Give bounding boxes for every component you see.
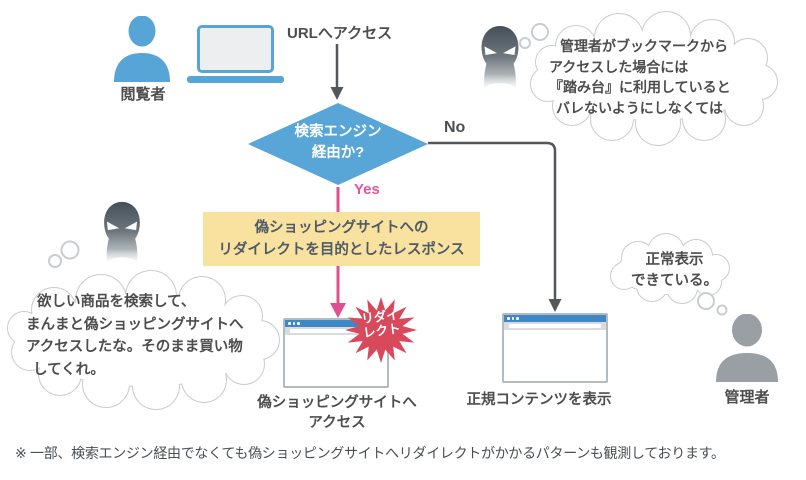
fake-site-label-line2: アクセス [308,415,366,431]
decision-line1: 検索エンジン [294,124,382,140]
window-dot [297,322,300,325]
window-dot [292,322,295,325]
branch-yes-label: Yes [354,181,380,198]
attacker-plan-line3: 『踏み台』に利用していると [549,79,731,95]
window-dot [507,317,510,320]
decision-line2: 経由か? [311,145,365,161]
response-line2: リダイレクトを目的としたレスポンス [218,242,465,258]
window-dot [288,322,291,325]
attacker-gloat-line1: 欲しい商品を検索して、 [37,294,196,310]
admin-thought-line2: できている。 [631,273,718,289]
attacker-plan-bubble [519,11,778,146]
fake-window-addressbar [290,329,382,333]
legit-window-titlebar [504,315,606,322]
admin-person-icon [716,314,778,382]
footnote: ※ 一部、検索エンジン経由でなくても偽ショッピングサイトへリダイレクトがかかるパ… [15,445,725,461]
arrowhead-no-branch [548,299,562,312]
attacker-gloat-line4: してくれ。 [33,361,105,378]
url-access-label: URLへアクセス [287,25,393,42]
redirect-burst-icon [345,297,417,363]
laptop-icon [187,25,284,83]
attacker-gloat-line3: アクセスしたな。そのまま買い物 [26,339,243,355]
admin-thought-line1: 正常表示 [645,252,704,268]
bubble-tail-dot [716,304,728,316]
response-line1: 偽ショッピングサイトへの [254,220,429,236]
fake-window-titlebar [285,320,387,327]
decision-label: 検索エンジン 経由か? [248,122,428,164]
decision-diamond [248,103,428,185]
attacker-plan-line4: バレないようにしなくては [556,99,724,116]
branch-no-label: No [444,119,466,136]
viewer-person-icon [114,16,170,82]
legit-window-addressbar [509,324,601,328]
bubble-tail-dot [48,254,62,268]
attacker-plan-line2: アクセスした場合には [549,58,689,75]
legit-window-toolbar [504,322,606,330]
laptop-base [187,76,284,83]
admin-thought-bubble [610,233,730,316]
attacker-plan-line1: 管理者がブックマークから [560,38,728,54]
attacker-gloat-text: 欲しい商品を検索して、 まんまと偽ショッピングサイトへ アクセスしたな。そのまま… [26,291,272,381]
attacker-face-icon [104,201,140,262]
fake-site-label-line1: 偽ショッピングサイトへ [257,395,417,411]
attacker-plan-text: 管理者がブックマークから アクセスした場合には 『踏み台』に利用していると バレ… [549,36,779,118]
attacker-gloat-bubble [7,240,280,410]
legit-site-window [502,313,608,383]
bubble-tail-dot [60,240,80,260]
window-dot [511,317,514,320]
laptop-screen [197,25,274,73]
legit-site-label: 正規コンテンツを表示 [466,392,612,408]
admin-label: 管理者 [724,389,770,406]
attacker-gloat-line2: まんまと偽ショッピングサイトへ [26,316,244,333]
bubble-tail-dot [519,37,531,49]
attacker-face-icon [481,25,519,88]
arrowhead-url-to-decision [330,87,344,100]
fake-window-toolbar [285,327,387,335]
bubble-tail-dot [697,292,715,310]
bubble-tail-dot [531,23,549,41]
viewer-label: 閲覧者 [120,86,166,103]
fake-site-label: 偽ショッピングサイトへ アクセス [247,393,427,433]
admin-thought-text: 正常表示 できている。 [627,250,722,292]
window-dot [516,317,519,320]
